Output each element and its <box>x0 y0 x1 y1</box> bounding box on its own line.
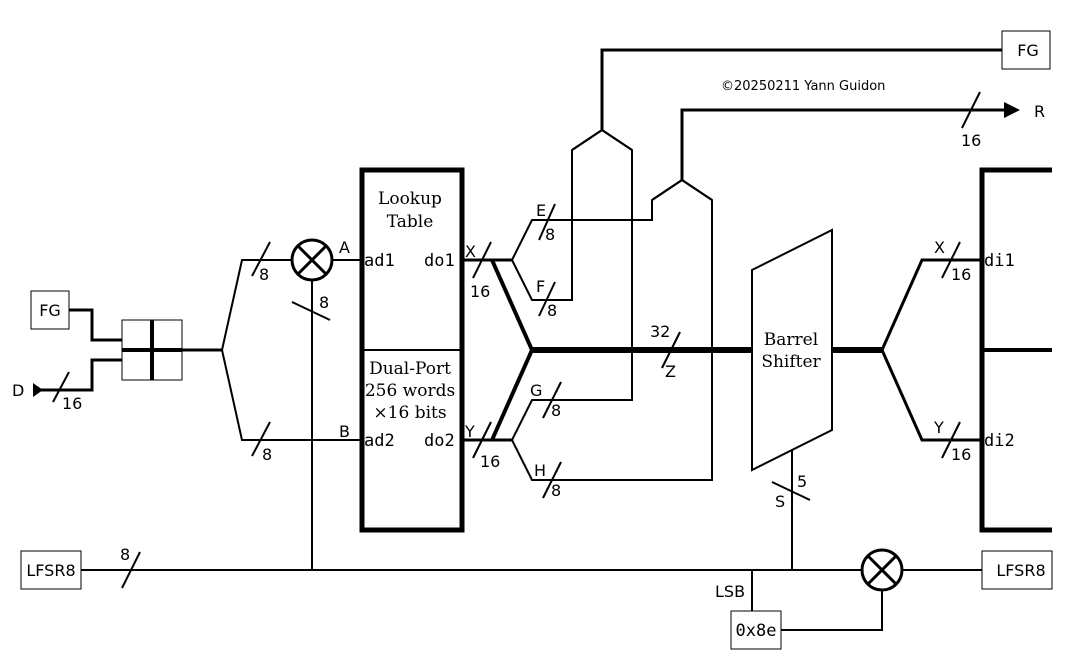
y-in-signal-label: Y <box>464 422 475 441</box>
a-width-tick <box>251 241 271 277</box>
lfsr-left-block <box>20 550 82 590</box>
fg-left-block <box>30 290 70 330</box>
lfsr-width-label: 8 <box>120 545 130 564</box>
e-width-label: 8 <box>545 225 555 244</box>
h-width-label: 8 <box>551 481 561 500</box>
lfsr-right-block <box>981 550 1053 590</box>
z-width-tick <box>661 331 681 369</box>
ram-desc-line3: ×16 bits <box>373 403 446 423</box>
y-to-bus-wire <box>490 349 534 441</box>
x-to-bus-wire <box>490 259 534 351</box>
x-do1-width-tick <box>472 241 492 279</box>
lfsr-left-label: LFSR8 <box>26 561 75 580</box>
e-wire <box>511 179 683 261</box>
s-width-tick <box>771 481 811 501</box>
y-out-signal-label: Y <box>933 418 944 437</box>
shifter-label-line1: Barrel <box>764 330 818 350</box>
z-width-label: 32 <box>650 322 670 341</box>
lfsr-right-label: LFSR8 <box>996 561 1045 580</box>
z-signal-label: Z <box>665 362 676 381</box>
d-signal-label: D <box>12 381 24 400</box>
const-label: 0x8e <box>736 621 777 641</box>
port-ad2: ad2 <box>364 431 395 451</box>
x-out-wire <box>880 258 982 351</box>
xor-right-cross-b <box>866 554 898 586</box>
a-width-label: 8 <box>259 265 269 284</box>
f-width-label: 8 <box>547 301 557 320</box>
port-di2: di2 <box>984 431 1015 451</box>
b-width-tick <box>251 421 271 457</box>
h-wire <box>511 179 713 481</box>
split-lower-wire <box>221 349 362 441</box>
y-do2-width-label: 16 <box>480 452 500 471</box>
r-output-arrow <box>1004 102 1020 118</box>
fg-right-block <box>1001 30 1051 70</box>
d-to-combiner-wire <box>35 358 122 392</box>
g-signal-label: G <box>530 381 542 400</box>
r-width-tick <box>961 91 981 129</box>
port-do2: do2 <box>424 431 455 451</box>
d-width-tick <box>52 371 70 403</box>
h-width-tick <box>542 461 562 499</box>
port-di1: di1 <box>984 251 1015 271</box>
e-width-tick <box>538 203 556 241</box>
xor-side-width-tick <box>291 301 331 321</box>
x-di1-width-tick <box>941 241 961 279</box>
f-wire <box>511 129 603 301</box>
d-input-arrow <box>33 383 43 397</box>
e-signal-label: E <box>536 201 546 220</box>
f-width-tick <box>538 281 556 317</box>
ram-title-line1: Lookup <box>378 189 442 209</box>
lsb-label: LSB <box>715 582 745 601</box>
ram-title-line2: Table <box>387 212 434 232</box>
y-di2-width-label: 16 <box>951 445 971 464</box>
ram-desc-line2: 256 words <box>365 381 455 401</box>
fg-to-combiner-wire <box>69 308 122 342</box>
r-output-wire <box>680 108 1008 180</box>
copyright-text: ©20250211 Yann Guidon <box>721 79 885 94</box>
a-signal-label: A <box>339 238 350 257</box>
y-do2-width-tick <box>472 421 492 459</box>
lfsr-width-tick <box>121 551 141 589</box>
x-out-signal-label: X <box>934 238 945 257</box>
barrel-shifter-block <box>751 228 833 472</box>
b-signal-label: B <box>339 422 350 441</box>
s-width-label: 5 <box>797 472 807 491</box>
r-signal-label: R <box>1034 102 1045 121</box>
fg-left-label: FG <box>39 301 61 320</box>
x-in-signal-label: X <box>465 242 476 261</box>
s-signal-label: S <box>775 492 785 511</box>
g-width-tick <box>542 381 562 419</box>
shifter-label-line2: Shifter <box>761 352 821 372</box>
xor-left-cross-b <box>296 244 328 276</box>
b-width-label: 8 <box>262 445 272 464</box>
y-out-wire <box>880 349 982 442</box>
port-do1: do1 <box>424 251 455 271</box>
ram-desc-line1: Dual-Port <box>369 359 451 379</box>
const-to-xor-wire <box>781 590 883 631</box>
r-width-label: 16 <box>961 131 981 150</box>
fg-right-label: FG <box>1017 41 1039 60</box>
fg-merge-gate <box>571 128 633 151</box>
xor-side-width-label: 8 <box>319 293 329 312</box>
r-merge-gate <box>651 178 713 201</box>
d-width-label: 16 <box>62 394 82 413</box>
f-signal-label: F <box>536 277 545 296</box>
h-signal-label: H <box>534 461 546 480</box>
fg-right-output-wire <box>600 48 1002 130</box>
x-do1-width-label: 16 <box>470 282 490 301</box>
const-block <box>730 610 782 650</box>
g-width-label: 8 <box>551 401 561 420</box>
x-di1-width-label: 16 <box>951 265 971 284</box>
split-upper-wire <box>221 259 292 351</box>
port-ad1: ad1 <box>364 251 395 271</box>
y-di2-width-tick <box>941 421 961 459</box>
